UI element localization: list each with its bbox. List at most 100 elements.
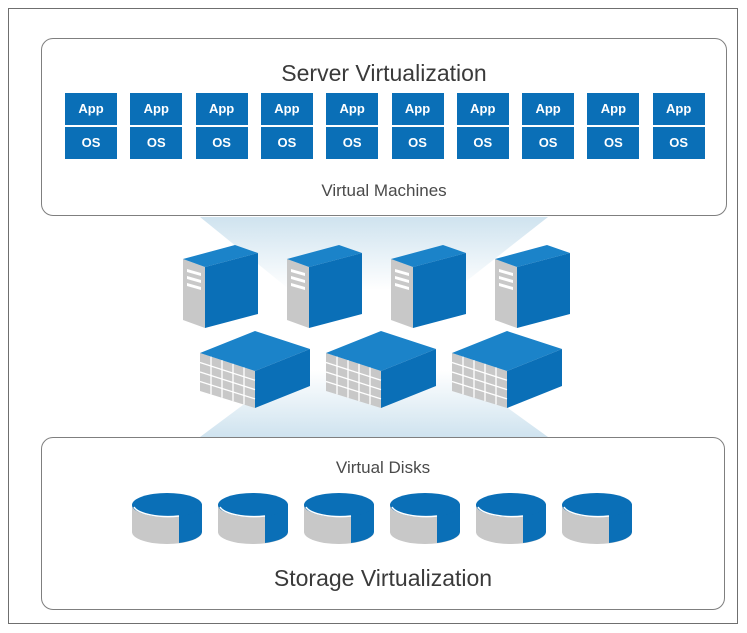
disk-top: [304, 493, 374, 517]
server-icon: [391, 245, 466, 328]
vm-app-label: App: [652, 93, 705, 125]
virtual-disks-caption: Virtual Disks: [335, 458, 431, 477]
disk-top: [132, 493, 202, 517]
server-icon: [183, 245, 258, 328]
virtual-disk-icon: [562, 493, 632, 544]
server-icon: [287, 245, 362, 328]
array-grid-line: [199, 371, 256, 391]
array-grid-line: [451, 361, 508, 381]
vm-divider: [652, 125, 705, 127]
disk-top: [218, 493, 288, 517]
array-top: [452, 331, 562, 371]
vm-app-label: App: [456, 93, 509, 125]
vm-app-label: App: [260, 93, 313, 125]
vm-os-label: OS: [326, 127, 379, 159]
diagram-frame: [8, 8, 738, 624]
server-vent: [395, 276, 409, 283]
array-grid-line: [325, 380, 382, 400]
server-top: [183, 245, 258, 267]
vm-app-label: App: [195, 93, 248, 125]
vm-os-label: OS: [652, 127, 705, 159]
vm-os-label: OS: [456, 127, 509, 159]
vm-divider: [260, 125, 313, 127]
vm-divider: [522, 125, 575, 127]
server-front: [495, 259, 517, 328]
server-vent: [291, 276, 305, 283]
array-grid-line: [199, 380, 256, 400]
vm-divider: [456, 125, 509, 127]
vm-os-label: OS: [130, 127, 183, 159]
storage-array-icon: [451, 331, 562, 408]
vm-os-label: OS: [65, 127, 117, 159]
disk-rim: [305, 506, 352, 518]
server-side: [205, 253, 258, 328]
virtual-disk-icon: [132, 493, 202, 544]
server-top: [391, 245, 466, 267]
disk-rim: [133, 506, 180, 518]
array-grid-line: [451, 371, 508, 391]
server-virtualization-title: Server Virtualization: [281, 60, 487, 86]
server-vent: [187, 276, 201, 283]
server-vent: [499, 276, 513, 283]
array-grid-line: [451, 380, 508, 400]
disk-rim: [477, 506, 524, 518]
server-front: [183, 259, 205, 328]
disk-top: [562, 493, 632, 517]
virtual-disk-icon: [218, 493, 288, 544]
server-side: [517, 253, 570, 328]
server-vent: [291, 269, 305, 276]
server-vent: [395, 283, 409, 290]
vm-app-label: App: [326, 93, 379, 125]
array-grid-line: [199, 361, 256, 381]
array-top: [200, 331, 310, 371]
server-icon: [495, 245, 570, 328]
vm-app-label: App: [130, 93, 183, 125]
virtual-disk-icon: [390, 493, 460, 544]
array-side: [255, 349, 310, 408]
disk-rim: [219, 506, 266, 518]
vm-os-label: OS: [587, 127, 640, 159]
vm-os-label: OS: [260, 127, 313, 159]
vm-app-label: App: [391, 93, 444, 125]
vm-divider: [65, 125, 117, 127]
array-grid-line: [325, 371, 382, 391]
array-side: [507, 349, 562, 408]
server-vent: [499, 283, 513, 290]
server-top: [495, 245, 570, 267]
vm-divider: [195, 125, 248, 127]
disk-rim: [391, 506, 438, 518]
disk-rim: [563, 506, 610, 518]
server-top: [287, 245, 362, 267]
virtual-disk-icon: [304, 493, 374, 544]
server-vent: [395, 269, 409, 276]
storage-array-icon: [199, 331, 310, 408]
virtual-machines-caption: Virtual Machines: [321, 181, 447, 200]
server-vent: [291, 283, 305, 290]
server-front: [287, 259, 309, 328]
array-side: [381, 349, 436, 408]
vm-app-label: App: [65, 93, 117, 125]
server-side: [309, 253, 362, 328]
vm-divider: [326, 125, 379, 127]
server-front: [391, 259, 413, 328]
server-side: [413, 253, 466, 328]
vm-os-label: OS: [391, 127, 444, 159]
storage-array-icon: [325, 331, 436, 408]
virtual-disk-icon: [476, 493, 546, 544]
vm-divider: [130, 125, 183, 127]
server-vent: [499, 269, 513, 276]
array-grid-line: [325, 361, 382, 381]
vm-os-label: OS: [195, 127, 248, 159]
vm-os-label: OS: [522, 127, 575, 159]
server-vent: [187, 269, 201, 276]
vm-divider: [391, 125, 444, 127]
